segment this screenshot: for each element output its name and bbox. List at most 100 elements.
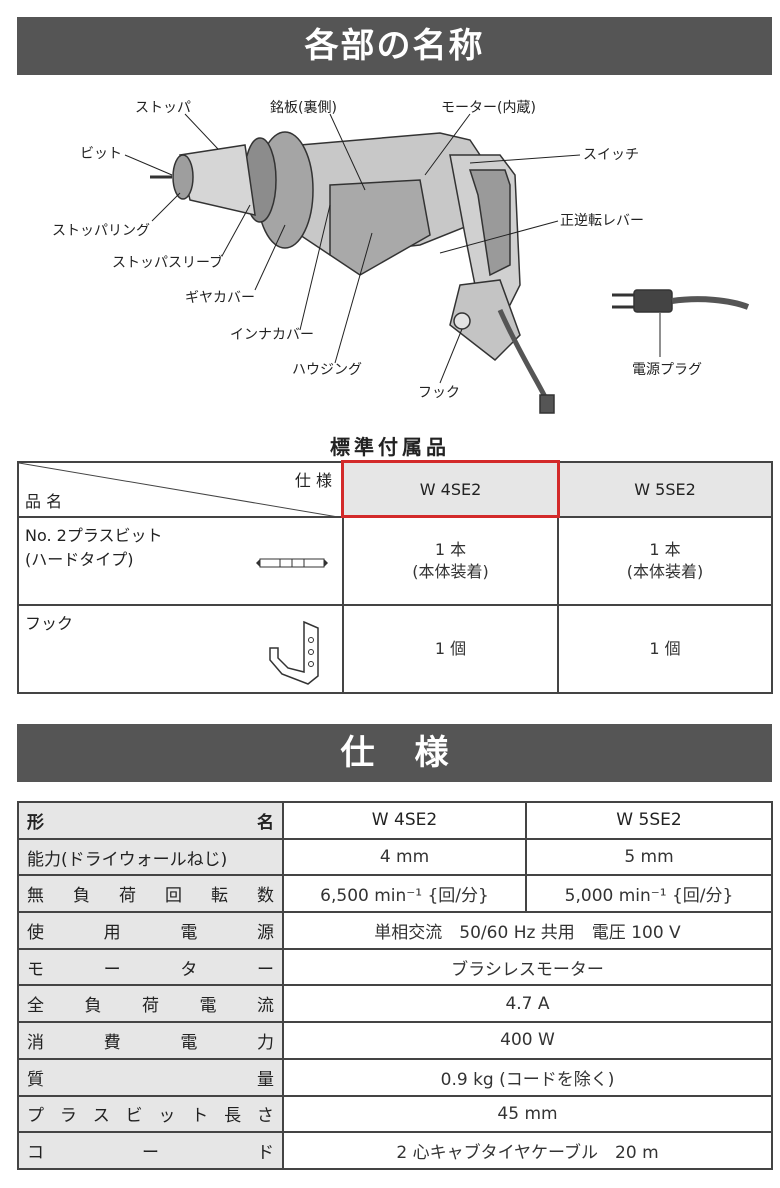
spec-row: 消 費 電 力 400 W <box>17 1021 773 1060</box>
accessories-corner-header: 仕 様 品 名 <box>17 461 344 518</box>
label-motor: モーター(内蔵) <box>441 100 536 116</box>
spec-label-char: 長 <box>224 1106 242 1127</box>
spec-value: 6,500 min⁻¹ {回/分} <box>282 874 527 914</box>
spec-value: ブラシレスモーター <box>282 947 773 987</box>
spec-label-char: ド <box>257 1143 274 1164</box>
spec-row-label: 無負荷回転数 <box>17 874 284 914</box>
spec-label-char: ー <box>256 959 274 980</box>
accessories-model-1: W 4SE2 <box>342 461 559 518</box>
spec-header-right: 名 <box>257 812 274 833</box>
spec-row-label: プラスビット長さ <box>17 1094 284 1134</box>
accessories-table: 仕 様 品 名 W 4SE2 W 5SE2 No. 2プラスビット (ハードタイ… <box>17 461 773 694</box>
hook-icon <box>269 620 319 685</box>
spec-label-char: ー <box>142 1143 159 1164</box>
qty-note: (本体装着) <box>626 562 704 581</box>
spec-label-char: 負 <box>84 996 102 1017</box>
label-nameplate: 銘板(裏側) <box>270 99 337 116</box>
spec-label-char: ス <box>92 1106 110 1127</box>
section-title-specs: 仕様 <box>17 724 772 782</box>
label-hook: フック <box>418 385 460 401</box>
spec-label-char: 電 <box>180 922 198 943</box>
spec-label-char: 転 <box>211 886 228 907</box>
spec-value: 単相交流 50/60 Hz 共用 電圧 100 V <box>282 911 773 950</box>
spec-label-char: さ <box>256 1106 274 1127</box>
accessory-hook-value-1: 1 個 <box>342 604 559 694</box>
label-stopper-ring: ストッパリング <box>52 223 150 239</box>
spec-label-char: ト <box>191 1106 209 1127</box>
spec-value: 5 mm <box>525 837 773 877</box>
spec-label-char: 用 <box>103 922 121 943</box>
accessory-bit-value-2: 1 本 (本体装着) <box>557 516 773 606</box>
spec-row-label: 能力(ドライウォールねじ) <box>17 837 284 877</box>
spec-label-char: 無 <box>27 886 44 907</box>
bit-icon <box>256 558 328 568</box>
spec-label-char: 荷 <box>142 996 159 1017</box>
label-inner-cover: インナカバー <box>230 327 314 343</box>
accessories-title: 標準付属品 <box>330 435 450 459</box>
spec-label-char: 荷 <box>119 886 136 907</box>
label-switch: スイッチ <box>583 147 639 163</box>
label-gear-cover: ギヤカバー <box>185 290 255 306</box>
spec-model-2: W 5SE2 <box>525 801 773 840</box>
spec-row-label: コード <box>17 1131 284 1170</box>
diagonal-divider <box>19 463 344 518</box>
spec-value: 0.9 kg (コードを除く) <box>282 1057 773 1097</box>
spec-label-char: 質 <box>27 1069 44 1090</box>
accessory-name-line1: フック <box>25 614 74 633</box>
spec-value: 4.7 A <box>282 984 773 1024</box>
spec-row: 全 負 荷 電 流 4.7 A <box>17 984 773 1024</box>
spec-label-char: モ <box>27 959 44 980</box>
spec-label-char: タ <box>180 959 198 980</box>
spec-value: 400 W <box>282 1021 773 1060</box>
label-stopper-sleeve: ストッパスリーブ <box>112 254 223 271</box>
spec-label-char: 使 <box>27 922 44 943</box>
label-power-plug: 電源プラグ <box>632 362 702 378</box>
drill-illustration <box>150 131 555 414</box>
spec-row: 使 用 電 源単相交流 50/60 Hz 共用 電圧 100 V <box>17 911 773 950</box>
spec-label-char: 電 <box>180 1032 198 1053</box>
spec-label-char: 消 <box>27 1032 44 1053</box>
accessory-name-line2: (ハードタイプ) <box>25 550 134 569</box>
spec-label-char: 全 <box>27 996 44 1017</box>
spec-row-label: 質量 <box>17 1057 284 1097</box>
screwdriver-diagram: ストッパ 銘板(裏側) モーター(内蔵) ビット スイッチ ストッパリング 正逆… <box>52 99 750 414</box>
spec-row: 無 負 荷 回 転 数 6,500 min⁻¹ {回/分}5,000 min⁻¹ {回/分} <box>17 874 773 914</box>
spec-label-char: ッ <box>158 1106 176 1127</box>
spec-value: 4 mm <box>282 837 527 877</box>
spec-value: 2 心キャブタイヤケーブル 20 m <box>282 1131 773 1170</box>
spec-value: 45 mm <box>282 1094 773 1134</box>
spec-row-label: 消費電力 <box>17 1021 284 1060</box>
accessory-name-line1: No. 2プラスビット <box>25 526 163 545</box>
spec-label-char: 費 <box>103 1032 121 1053</box>
accessory-row-bit: No. 2プラスビット (ハードタイプ) <box>17 516 344 606</box>
spec-model-1: W 4SE2 <box>282 801 527 840</box>
accessory-hook-value-2: 1 個 <box>557 604 773 694</box>
spec-label-char: 源 <box>256 922 274 943</box>
label-bit: ビット <box>80 146 122 162</box>
spec-label-char: 電 <box>199 996 217 1017</box>
label-stopper: ストッパ <box>135 100 191 116</box>
spec-label-char: コ <box>27 1143 44 1164</box>
spec-label-char: ビ <box>125 1106 143 1127</box>
qty-note: (本体装着) <box>412 562 489 581</box>
label-housing: ハウジング <box>292 362 362 378</box>
spec-row-label: 使用電源 <box>17 911 284 950</box>
spec-label-char: ー <box>103 959 121 980</box>
spec-row: モーターブラシレスモーター <box>17 947 773 987</box>
item-name-label: 品 名 <box>25 492 63 511</box>
spec-label-char: 力 <box>256 1032 274 1053</box>
spec-header-left: 形 <box>27 812 44 833</box>
qty: 1 本 <box>434 539 467 559</box>
spec-label-char: 回 <box>165 886 182 907</box>
spec-label-char: 負 <box>73 886 90 907</box>
section-title-part-names: 各部の名称 <box>17 17 772 75</box>
spec-label-char: ラ <box>59 1106 77 1127</box>
spec-value: 5,000 min⁻¹ {回/分} <box>525 874 773 914</box>
spec-row-label: モーター <box>17 947 284 987</box>
spec-label-char: 流 <box>257 996 274 1017</box>
spec-label-char: 数 <box>257 886 274 907</box>
